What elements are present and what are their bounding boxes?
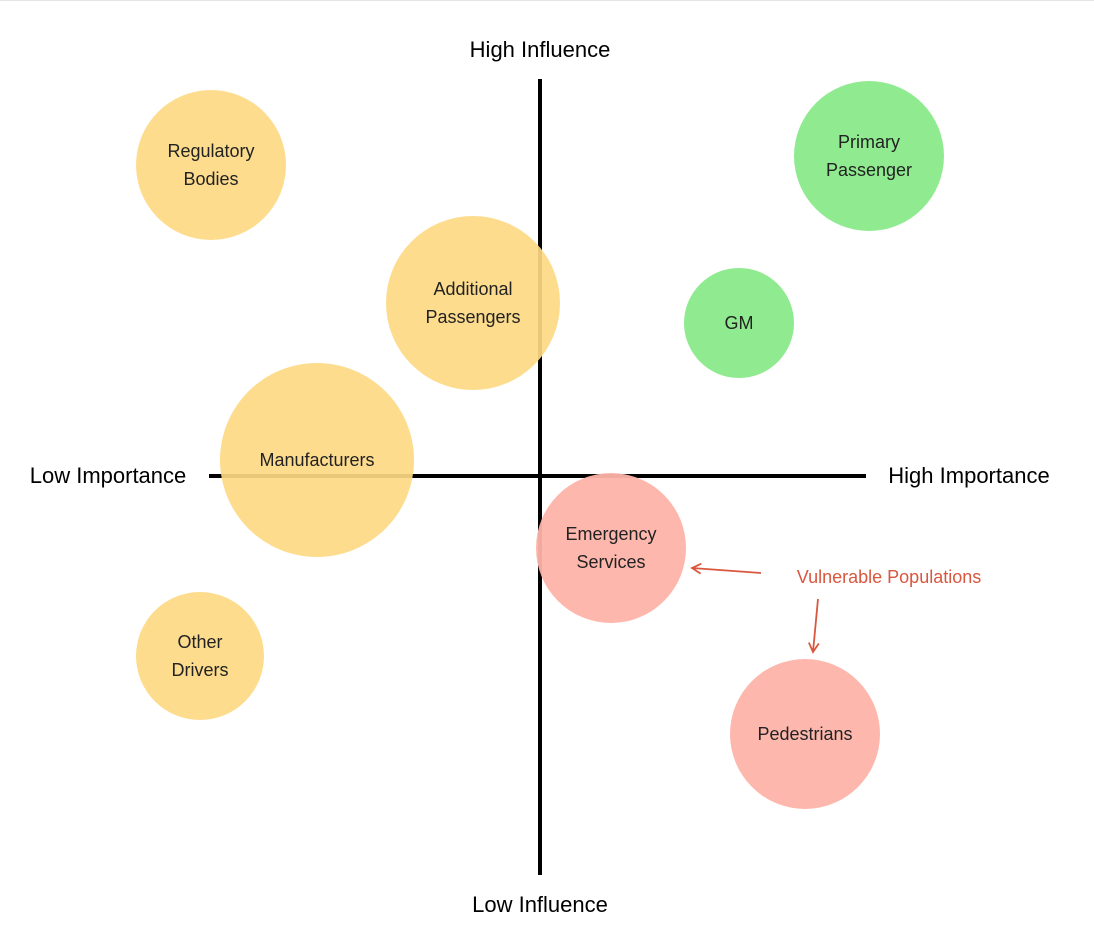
bubble-emergency-services	[536, 473, 686, 623]
bubble-label-pedestrians: Pedestrians	[757, 724, 852, 744]
bubble-label-regulatory-bodies: Bodies	[183, 169, 238, 189]
axis-label-high-importance: High Importance	[888, 463, 1049, 488]
bubble-pedestrians	[730, 659, 880, 809]
bubble-gm	[684, 268, 794, 378]
bubble-label-manufacturers: Manufacturers	[259, 450, 374, 470]
bubble-label-primary-passenger: Passenger	[826, 160, 912, 180]
stakeholder-bubbles: RegulatoryBodiesAdditionalPassengersManu…	[136, 81, 944, 809]
bubble-additional-passengers	[386, 216, 560, 390]
stakeholder-manufacturers: Manufacturers	[220, 363, 414, 557]
axis-label-high-influence: High Influence	[470, 37, 611, 62]
bubble-label-other-drivers: Drivers	[172, 660, 229, 680]
annotation-arrow-to-emergency-services	[690, 562, 762, 575]
axis-label-low-importance: Low Importance	[30, 463, 187, 488]
vulnerable-populations-annotation: Vulnerable Populations	[690, 562, 981, 654]
bubble-label-regulatory-bodies: Regulatory	[167, 141, 254, 161]
bubble-label-other-drivers: Other	[177, 632, 222, 652]
bubble-label-gm: GM	[725, 313, 754, 333]
bubble-label-additional-passengers: Passengers	[425, 307, 520, 327]
axis-label-low-influence: Low Influence	[472, 892, 608, 917]
stakeholder-pedestrians: Pedestrians	[730, 659, 880, 809]
annotation-arrow-to-pedestrians	[808, 598, 820, 654]
annotation-label: Vulnerable Populations	[797, 567, 981, 587]
bubble-label-emergency-services: Services	[576, 552, 645, 572]
bubble-manufacturers	[220, 363, 414, 557]
bubble-other-drivers	[136, 592, 264, 720]
bubble-regulatory-bodies	[136, 90, 286, 240]
bubble-label-additional-passengers: Additional	[433, 279, 512, 299]
bubble-primary-passenger	[794, 81, 944, 231]
bubble-label-primary-passenger: Primary	[838, 132, 900, 152]
bubble-label-emergency-services: Emergency	[565, 524, 656, 544]
stakeholder-gm: GM	[684, 268, 794, 378]
